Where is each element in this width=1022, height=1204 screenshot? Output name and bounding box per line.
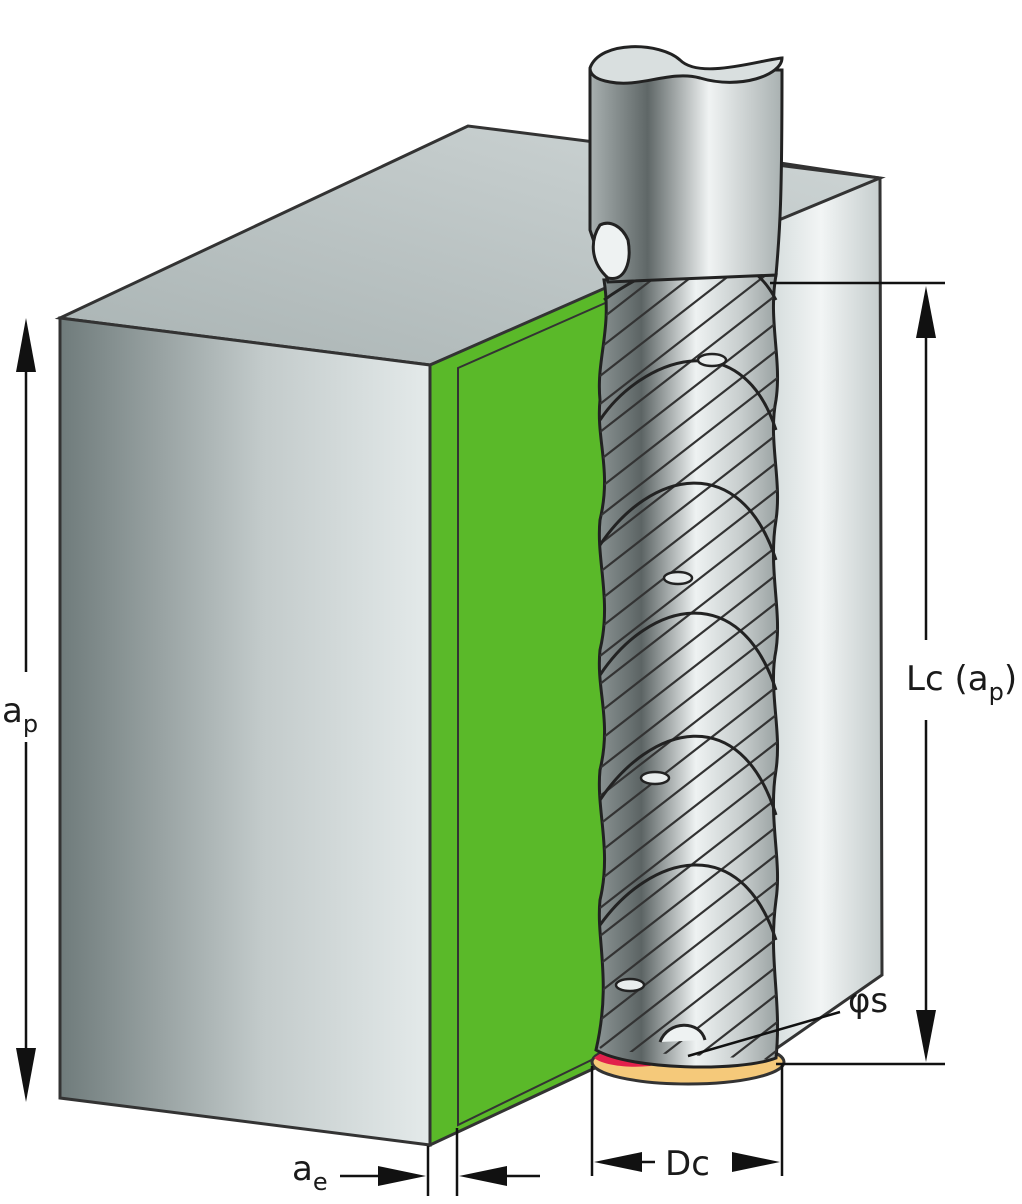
helix-line bbox=[599, 683, 778, 825]
helix-line bbox=[599, 851, 778, 993]
helix-line bbox=[599, 879, 778, 1021]
tool-shank bbox=[588, 45, 784, 284]
shank-flute-start bbox=[591, 221, 631, 280]
arrow-head-icon bbox=[732, 1152, 780, 1172]
helix-line bbox=[599, 275, 778, 377]
ap-label-bg bbox=[0, 672, 52, 742]
helix-line bbox=[599, 907, 778, 1049]
arrow-head-icon bbox=[459, 1166, 507, 1186]
flute-helix-lines bbox=[599, 275, 778, 1060]
helix-line bbox=[599, 431, 778, 573]
coolant-hole bbox=[696, 352, 728, 368]
block-front-face bbox=[58, 316, 432, 1147]
helix-line bbox=[599, 319, 778, 461]
helix-line bbox=[599, 711, 778, 853]
coolant-hole bbox=[614, 977, 646, 993]
dimension-ae bbox=[340, 1128, 540, 1196]
helix-line bbox=[599, 599, 778, 741]
helix-line bbox=[599, 347, 778, 489]
dc-label: Dc bbox=[665, 1144, 710, 1184]
coolant-hole bbox=[662, 570, 694, 586]
arrow-head-icon bbox=[16, 1048, 36, 1102]
helix-line bbox=[599, 515, 778, 657]
helix-line bbox=[599, 767, 778, 909]
end-mill-tool bbox=[594, 256, 780, 1069]
helix-line bbox=[599, 275, 778, 321]
arrow-head-icon bbox=[16, 318, 36, 372]
helix-line bbox=[599, 991, 778, 1060]
phi-s-leader bbox=[687, 1010, 841, 1058]
tool-tip-edge bbox=[658, 1023, 707, 1043]
tool-flute-body bbox=[594, 273, 780, 1069]
helix-line bbox=[599, 275, 778, 405]
ae-label: ae bbox=[292, 1149, 328, 1196]
helix-line bbox=[599, 627, 778, 769]
shank-top-cut bbox=[588, 45, 784, 85]
arrow-head-icon bbox=[594, 1152, 642, 1172]
phi-s-label: φs bbox=[848, 981, 888, 1021]
helix-line bbox=[599, 459, 778, 601]
lc-label: Lc (ap) bbox=[906, 659, 1017, 706]
ap-left-label: ap bbox=[2, 691, 38, 738]
lc-label-bg bbox=[904, 640, 1022, 720]
helix-line bbox=[599, 655, 778, 797]
flute-spiral-edges bbox=[598, 256, 778, 941]
dimension-dc bbox=[590, 1064, 784, 1176]
helix-line bbox=[599, 1019, 778, 1060]
arrow-head-icon bbox=[916, 1010, 936, 1062]
helix-line bbox=[599, 823, 778, 965]
coolant-hole bbox=[639, 770, 671, 786]
helix-line bbox=[599, 375, 778, 517]
arrow-head-icon bbox=[916, 286, 936, 338]
helix-line bbox=[599, 403, 778, 545]
helix-line bbox=[599, 571, 778, 713]
arrow-head-icon bbox=[378, 1166, 426, 1186]
